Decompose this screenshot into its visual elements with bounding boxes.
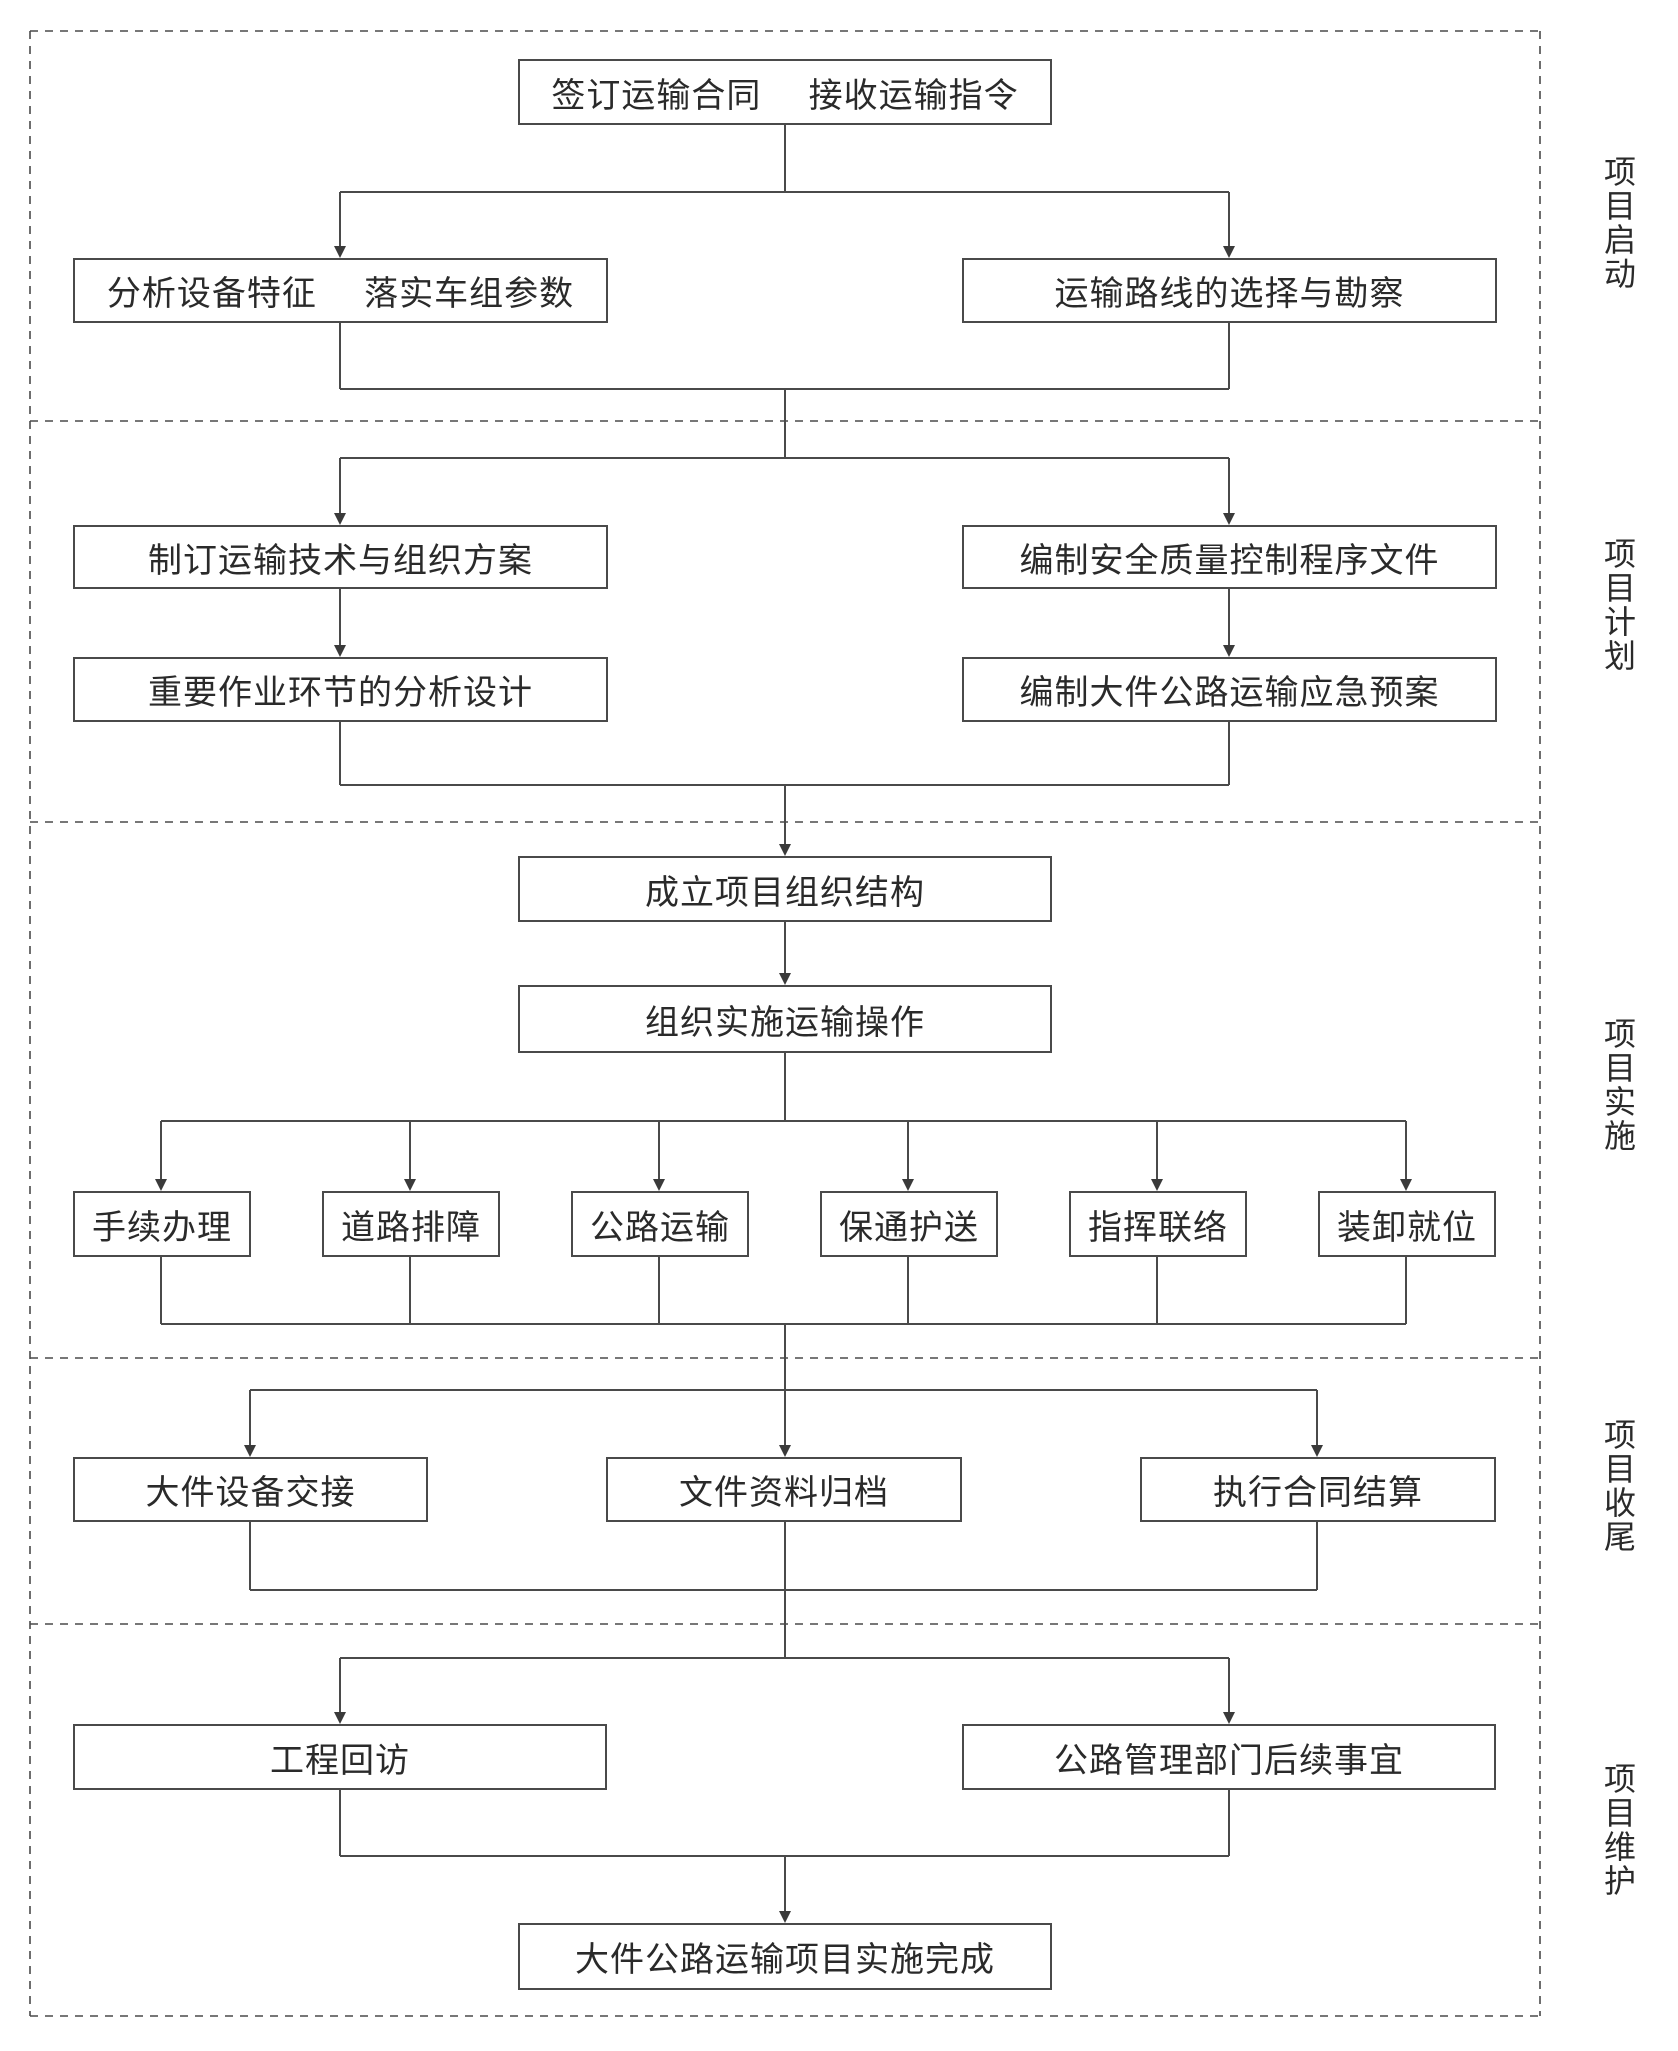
connectors-close <box>244 1389 1323 1658</box>
arrowhead <box>779 1911 791 1923</box>
node-road-admin: 公路管理部门后续事宜 <box>962 1724 1496 1790</box>
arrowhead <box>1223 513 1235 525</box>
arrowhead <box>902 1179 914 1191</box>
arrowhead <box>334 513 346 525</box>
node-sign-contract: 签订运输合同 接收运输指令 <box>518 59 1052 125</box>
node-safety-quality: 编制安全质量控制程序文件 <box>962 525 1497 589</box>
phase-label-start: 项目启动 <box>1599 155 1637 291</box>
arrowhead <box>1223 645 1235 657</box>
node-transport-plan: 制订运输技术与组织方案 <box>73 525 608 589</box>
node-procedures: 手续办理 <box>73 1191 251 1257</box>
arrowhead <box>779 973 791 985</box>
node-revisit: 工程回访 <box>73 1724 607 1790</box>
node-command-contact: 指挥联络 <box>1069 1191 1247 1257</box>
arrowhead <box>1151 1179 1163 1191</box>
phase-label-maintain: 项目维护 <box>1599 1762 1637 1898</box>
phase-label-plan: 项目计划 <box>1599 537 1637 673</box>
arrowhead <box>1400 1179 1412 1191</box>
node-settlement: 执行合同结算 <box>1140 1457 1496 1522</box>
arrowhead <box>653 1179 665 1191</box>
arrowhead <box>779 844 791 856</box>
arrowhead <box>1311 1445 1323 1457</box>
node-handover: 大件设备交接 <box>73 1457 428 1522</box>
node-road-transport: 公路运输 <box>571 1191 749 1257</box>
arrowhead <box>334 246 346 258</box>
phase-label-close: 项目收尾 <box>1599 1418 1637 1554</box>
connectors-execute <box>155 922 1412 1390</box>
node-analyze-equipment: 分析设备特征 落实车组参数 <box>73 258 608 323</box>
node-loading-positioning: 装卸就位 <box>1318 1191 1496 1257</box>
connectors-plan <box>334 457 1235 856</box>
connectors-maintain <box>334 1657 1235 1923</box>
node-archiving: 文件资料归档 <box>606 1457 962 1522</box>
arrowhead <box>404 1179 416 1191</box>
arrowhead <box>244 1445 256 1457</box>
node-project-org: 成立项目组织结构 <box>518 856 1052 922</box>
node-road-clearing: 道路排障 <box>322 1191 500 1257</box>
node-complete: 大件公路运输项目实施完成 <box>518 1923 1052 1990</box>
arrowhead <box>155 1179 167 1191</box>
arrowhead <box>1223 246 1235 258</box>
arrowhead <box>334 645 346 657</box>
connectors-start <box>334 125 1235 458</box>
node-implement-transport: 组织实施运输操作 <box>518 985 1052 1053</box>
node-key-operations: 重要作业环节的分析设计 <box>73 657 608 722</box>
node-escort: 保通护送 <box>820 1191 998 1257</box>
node-route-survey: 运输路线的选择与勘察 <box>962 258 1497 323</box>
phase-label-execute: 项目实施 <box>1599 1017 1637 1153</box>
node-emergency-plan: 编制大件公路运输应急预案 <box>962 657 1497 722</box>
arrowhead <box>1223 1712 1235 1724</box>
arrowhead <box>779 1445 791 1457</box>
arrowhead <box>334 1712 346 1724</box>
